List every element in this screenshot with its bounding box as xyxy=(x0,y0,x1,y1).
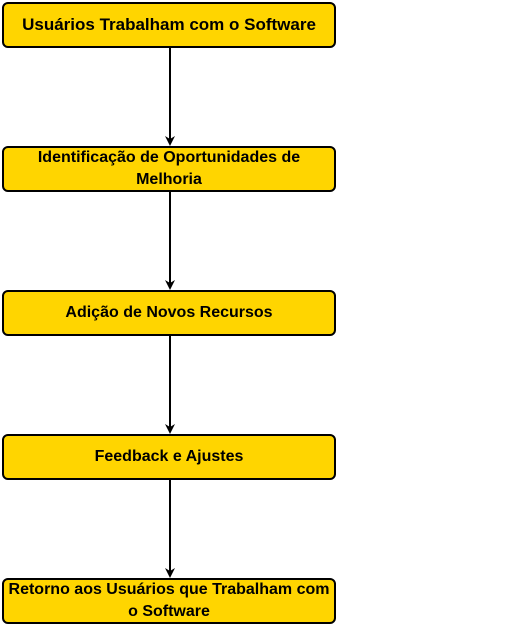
node-label: Identificação de Oportunidades de Melhor… xyxy=(37,149,301,188)
flow-node-retorno-usuarios: Retorno aos Usuários que Trabalham com o… xyxy=(2,578,336,624)
flow-node-usuarios-trabalham: Usuários Trabalham com o Software xyxy=(2,2,336,48)
flow-node-identificacao-oportunidades: Identificação de Oportunidades de Melhor… xyxy=(2,146,336,192)
node-label: Feedback e Ajustes xyxy=(94,448,244,465)
node-label: Adição de Novos Recursos xyxy=(65,304,273,321)
node-label: Retorno aos Usuários que Trabalham com o… xyxy=(8,581,330,620)
flow-node-feedback-ajustes: Feedback e Ajustes xyxy=(2,434,336,480)
node-label: Usuários Trabalham com o Software xyxy=(22,15,316,34)
flow-node-adicao-recursos: Adição de Novos Recursos xyxy=(2,290,336,336)
